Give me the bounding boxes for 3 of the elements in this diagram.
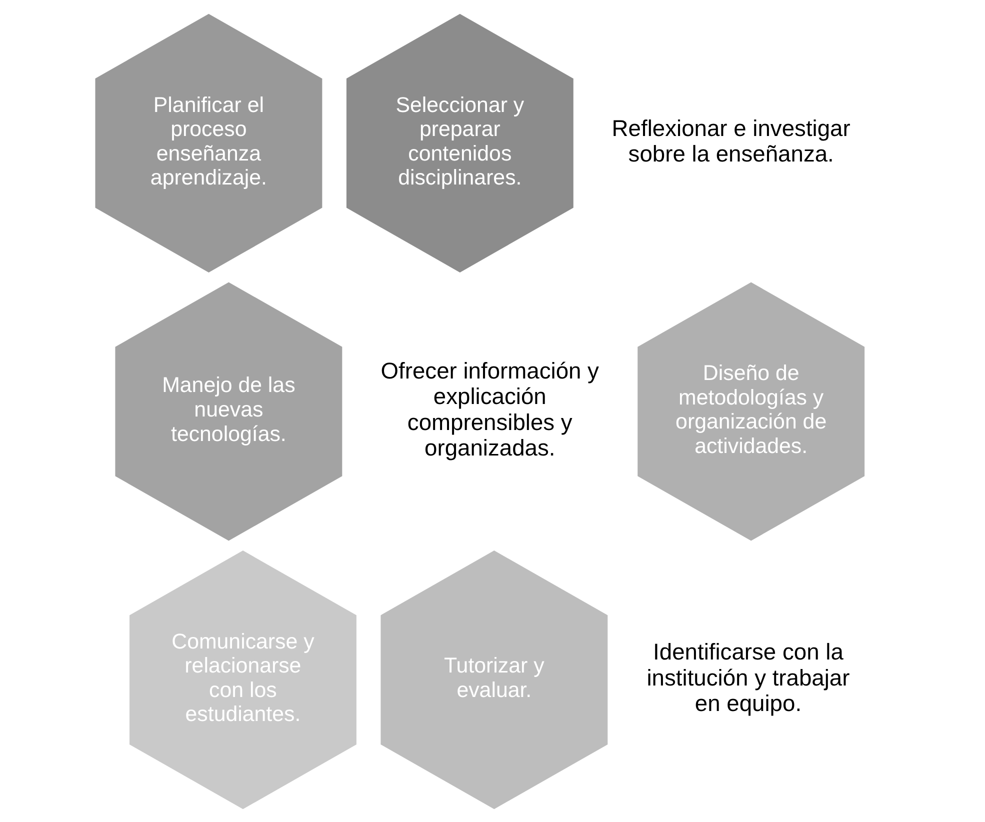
node-label: Reflexionar e investigar sobre la enseñanza. — [611, 114, 850, 166]
node-label: Identificarse con la institución y trabajar en equipo. — [646, 638, 850, 716]
node-label: Ofrecer información y explicación comprensibles y organizadas. — [380, 356, 598, 460]
